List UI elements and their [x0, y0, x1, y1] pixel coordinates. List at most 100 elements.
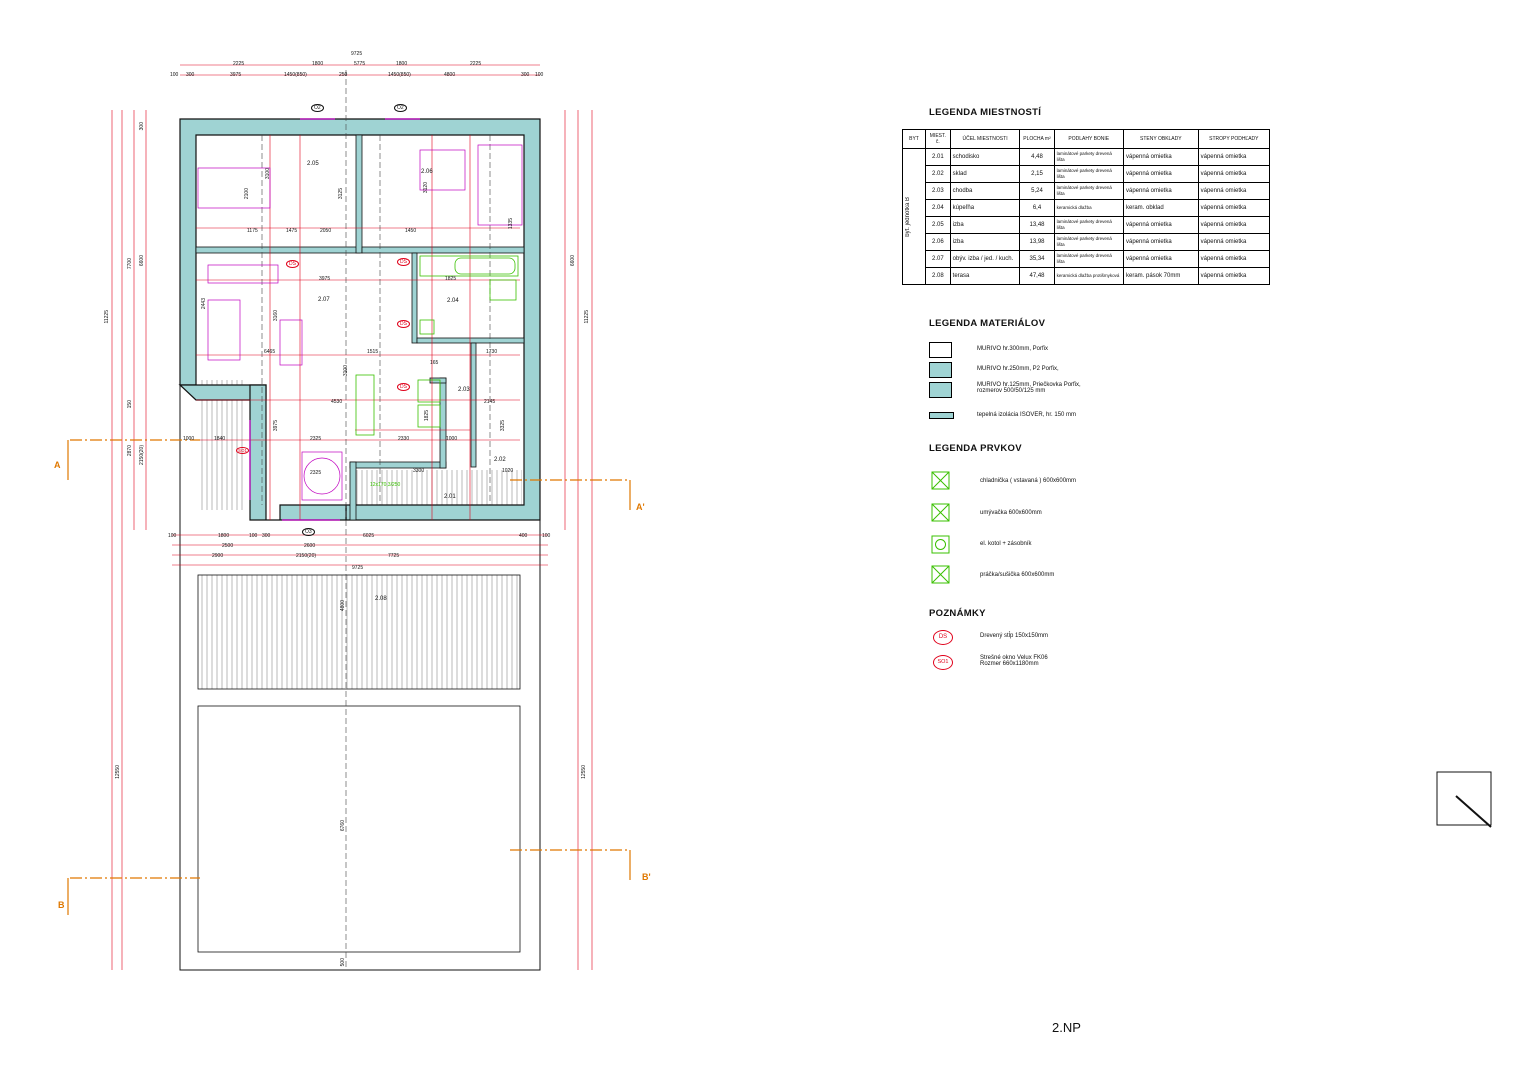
dim-inner-23: 1840 — [214, 436, 226, 442]
element-label-boiler: el. kotol + zásobník — [980, 541, 1032, 547]
cell-wall: vápenná omietka — [1122, 148, 1199, 166]
dim-inner-28: 1020 — [502, 468, 514, 474]
col-area: PLOCHA m² — [1019, 129, 1055, 149]
cell-no: 2.08 — [925, 267, 951, 285]
roof-area — [197, 705, 521, 953]
byt-cell: byt. jednotka B — [902, 148, 926, 285]
legend-materials-title: LEGENDA MATERIÁLOV — [929, 318, 1046, 329]
section-mark-b-prime: B' — [642, 872, 651, 882]
axis-dashed — [261, 70, 491, 970]
dim-bottom-5: 400 — [519, 533, 528, 539]
dim-bottom-3: 300 — [262, 533, 271, 539]
stair-note: 12x170,3/250 — [370, 482, 401, 488]
windows — [249, 118, 420, 521]
dim-inner-2: 1175 — [247, 228, 258, 234]
material-swatch-300 — [929, 342, 952, 358]
dim-bottom-8: 2600 — [304, 543, 316, 549]
cell-floor: laminátové parkety drevená lišta — [1053, 250, 1124, 268]
cell-name: kúpeľňa — [949, 199, 1021, 217]
note-ds-text: Drevený stĺp 150x150mm — [980, 633, 1049, 639]
cell-wall: vápenná omietka — [1122, 216, 1199, 234]
dim-bottom-7: 2500 — [222, 543, 234, 549]
dim-inner-15: 1730 — [486, 349, 498, 355]
section-mark-b: B — [58, 900, 65, 910]
col-no: MIEST. č. — [925, 129, 951, 149]
window-tag-3: O3 — [302, 528, 315, 536]
dim-inner-25: 2325 — [310, 470, 322, 476]
cell-wall: vápenná omietka — [1122, 165, 1199, 183]
room-2-02-label: 2.02 — [494, 457, 506, 463]
section-mark-a: A — [54, 460, 61, 470]
room-2-01-label: 2.01 — [444, 494, 456, 500]
dim-top-4: 1800 — [396, 61, 408, 67]
cell-ceiling: vápenná omietka — [1197, 250, 1271, 268]
material-label-300: MURIVO hr.300mm, Porfix — [977, 346, 1049, 352]
table-row: 2.03 chodba 5,24 laminátové parkety drev… — [903, 182, 1271, 200]
cell-floor: keramická dlažba protišmyková — [1053, 267, 1124, 285]
dim-inner-7: 1450 — [405, 228, 417, 234]
dim-bottom-12: 9725 — [352, 565, 364, 571]
cell-no: 2.07 — [925, 250, 951, 268]
dim-top-10: 250 — [339, 72, 348, 78]
dim-bottom-1: 1800 — [218, 533, 230, 539]
room-2-08-label: 2.08 — [375, 596, 387, 602]
cell-ceiling: vápenná omietka — [1197, 216, 1271, 234]
cell-floor: laminátové parkety drevená lišta — [1053, 182, 1124, 200]
section-mark-a-prime: A' — [636, 502, 645, 512]
dim-inner-9: 6465 — [264, 349, 276, 355]
cell-name: obýv. izba / jed. / kuch. — [949, 250, 1021, 268]
note-ds-tag: DS — [933, 630, 953, 645]
byt-label: byt. jednotka B — [905, 196, 911, 237]
dim-inner-4: 2050 — [320, 228, 332, 234]
dim-inner-13: 1515 — [367, 349, 379, 355]
col-floor: PODLAHY BONIE — [1053, 129, 1124, 149]
dishwasher-icon — [931, 503, 950, 522]
ds-tag-4: DS — [397, 383, 410, 391]
dim-top-14: 100 — [535, 72, 544, 78]
rooms-table: BYT MIEST. č. ÚČEL MIESTNOSTI PLOCHA m² … — [902, 129, 1271, 285]
col-name: ÚČEL MIESTNOSTI — [949, 129, 1021, 149]
cell-wall: keram. pások 70mm — [1122, 267, 1199, 285]
dim-inner-10: 3975 — [319, 276, 331, 282]
cell-name: schodisko — [949, 148, 1021, 166]
dim-inner-19: 2325 — [310, 436, 322, 442]
room-2-04-label: 2.04 — [447, 298, 459, 304]
dim-top-13: 300 — [521, 72, 530, 78]
table-row: 2.08 terasa 47,48 keramická dlažba proti… — [903, 267, 1271, 285]
legend-rooms-title: LEGENDA MIESTNOSTÍ — [929, 107, 1042, 118]
cell-area: 6,4 — [1019, 199, 1055, 217]
dim-top-2: 1800 — [312, 61, 324, 67]
dim-bottom-9: 7725 — [388, 553, 400, 559]
dim-inner-18: 4530 — [331, 399, 343, 405]
cell-floor: laminátové parkety drevená lišta — [1053, 148, 1124, 166]
cell-ceiling: vápenná omietka — [1197, 148, 1271, 166]
cell-wall: vápenná omietka — [1122, 250, 1199, 268]
cell-no: 2.05 — [925, 216, 951, 234]
rooms-table-header: BYT MIEST. č. ÚČEL MIESTNOSTI PLOCHA m² … — [902, 129, 1271, 149]
so-tag-1: SO1 — [236, 447, 250, 454]
dim-top-12: 4800 — [444, 72, 456, 78]
ds-tag-3: DS — [397, 320, 410, 328]
room-2-03-label: 2.03 — [458, 387, 470, 393]
dim-bottom-0: 100 — [168, 533, 177, 539]
dim-bottom-2: 100 — [249, 533, 258, 539]
dim-bottom-6: 100 — [542, 533, 551, 539]
table-row: 2.05 izba 13,48 laminátové parkety dreve… — [903, 216, 1271, 234]
dim-inner-22: 1000 — [446, 436, 458, 442]
dim-top-9: 1450(850) — [284, 72, 307, 78]
cell-no: 2.03 — [925, 182, 951, 200]
cell-name: chodba — [949, 182, 1021, 200]
orientation-symbol — [1436, 771, 1492, 828]
dim-inner-14: 1825 — [445, 276, 457, 282]
interior-walls — [195, 134, 525, 521]
washer-icon — [931, 565, 950, 584]
element-label-dishwasher: umývačka 600x600mm — [980, 510, 1042, 516]
dim-inner-17: 2145 — [484, 399, 496, 405]
cell-wall: vápenná omietka — [1122, 182, 1199, 200]
material-swatch-insulation — [929, 412, 954, 419]
dim-top-8: 3975 — [230, 72, 242, 78]
boiler-icon — [931, 535, 950, 554]
